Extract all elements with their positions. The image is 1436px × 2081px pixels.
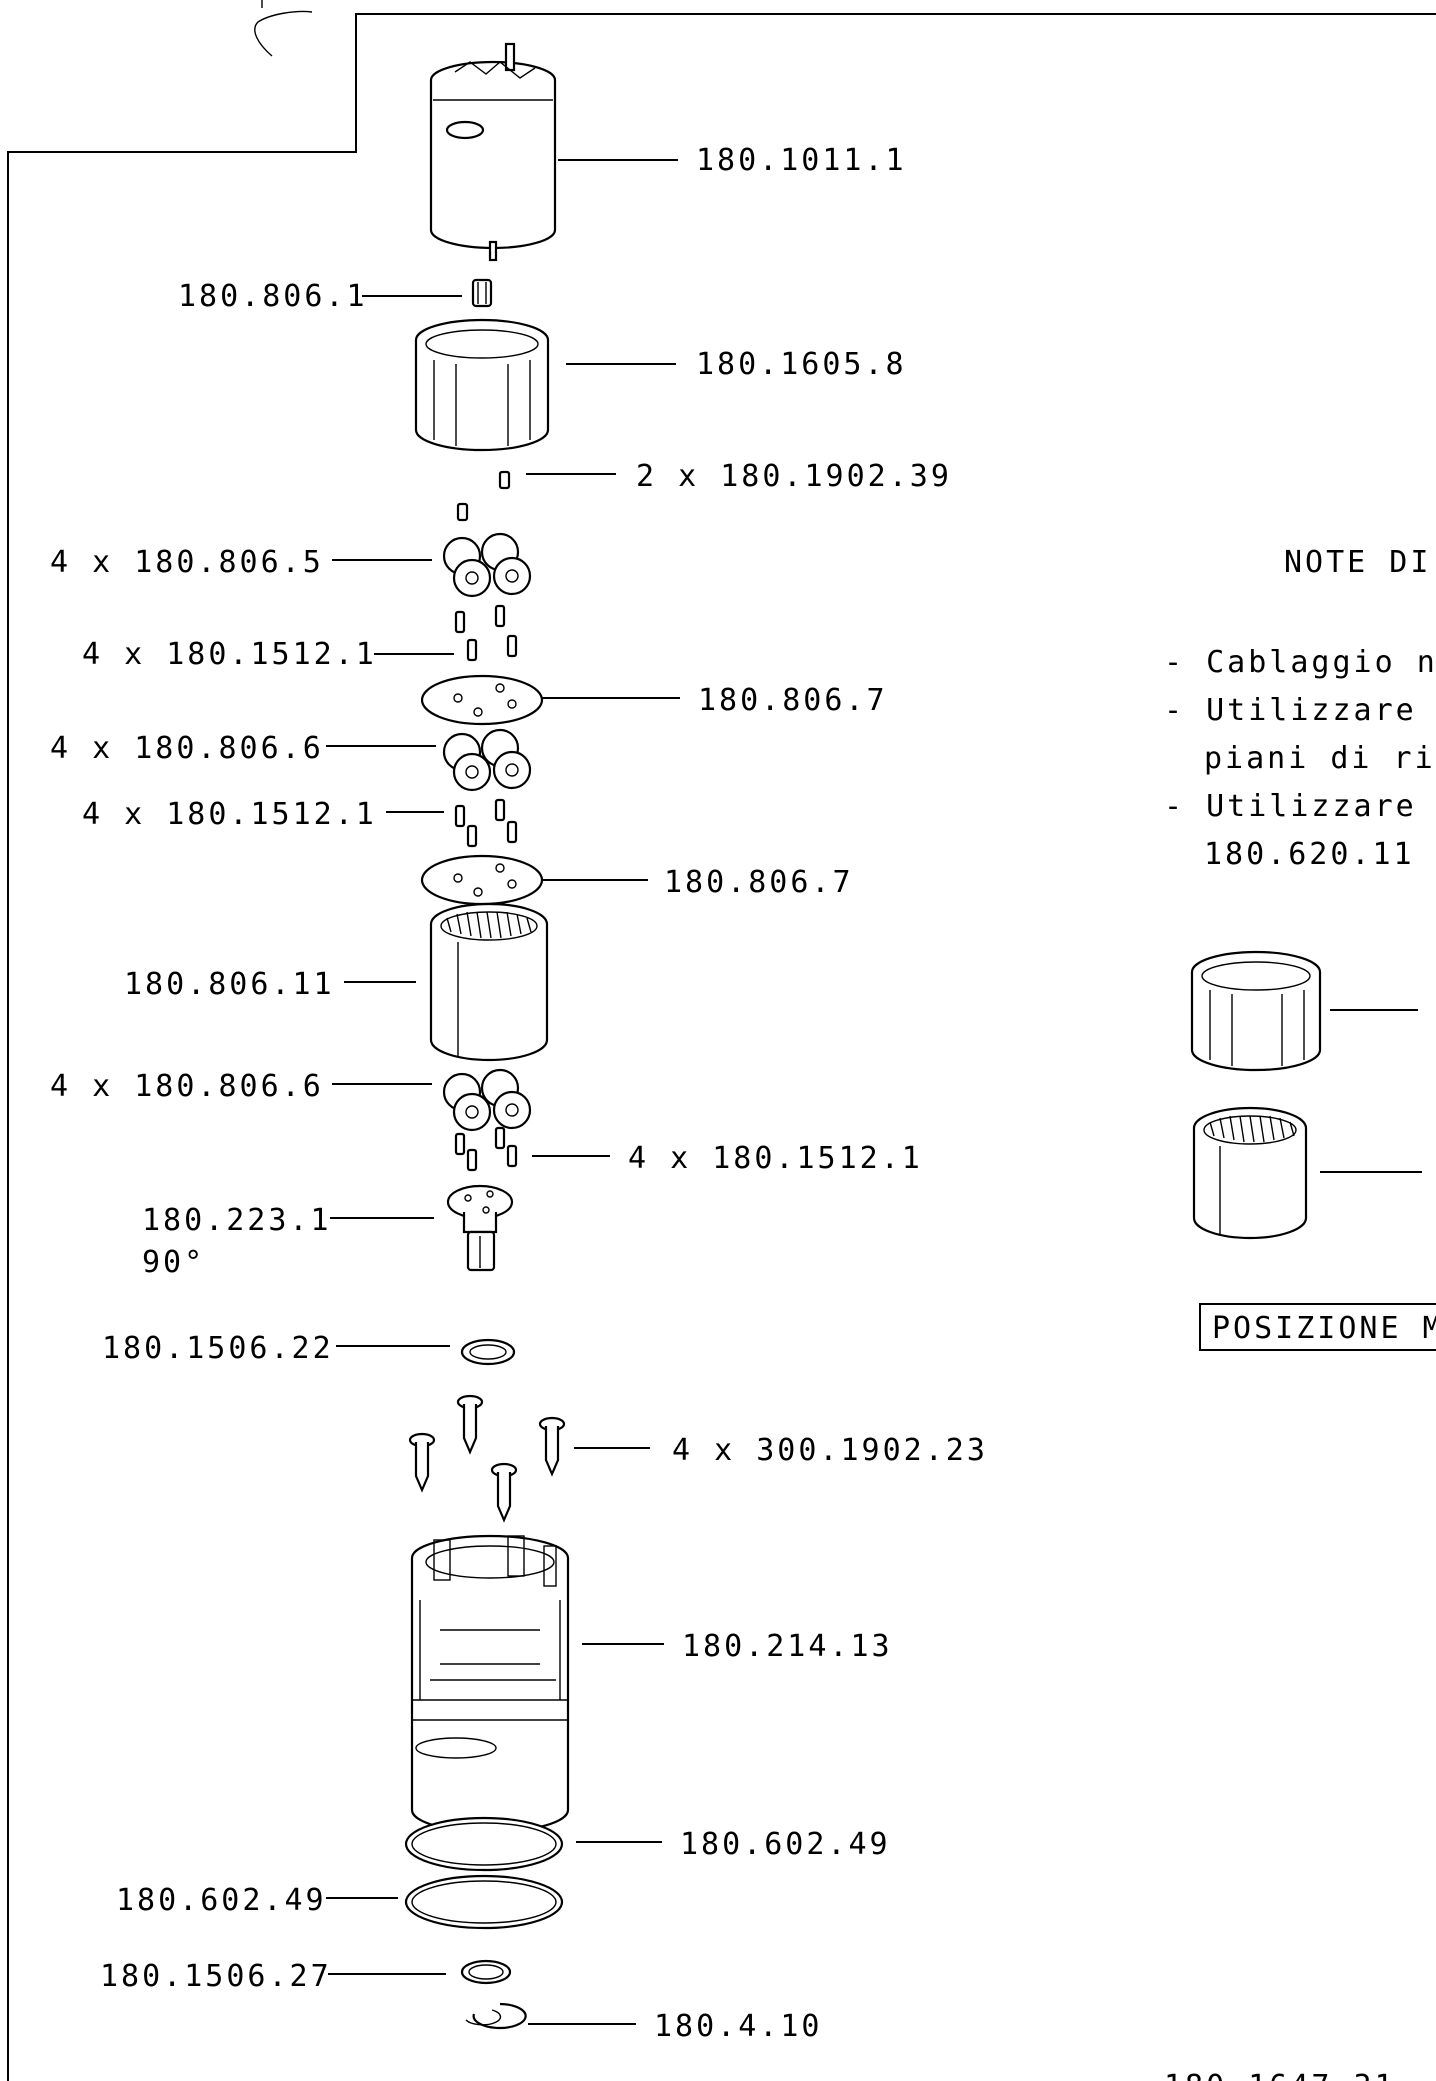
label-washer-2: 180.1506.27 [100,1959,332,1994]
label-output-angle: 90° [142,1245,205,1280]
gears-2-part [442,728,532,792]
gears-3-part [442,1068,532,1132]
notes-line-2: - Utilizzare g [1164,693,1436,728]
position-box-text: POSIZIONE M [1212,1311,1436,1346]
label-oring-2: 180.602.49 [116,1883,327,1918]
carrier-1-part [420,674,544,726]
screws-top-part [456,470,511,522]
label-pins-3: 4 x 180.1512.1 [628,1141,923,1176]
carrier-2-part [420,854,544,906]
label-pins-1: 4 x 180.1512.1 [82,637,377,672]
detail-ring-gear-part [1192,1106,1308,1240]
label-gears-2: 4 x 180.806.6 [50,731,324,766]
pins-2-part [454,798,518,848]
detail-housing-part [1190,950,1322,1072]
motor-part [429,42,557,262]
body-part [410,1534,570,1834]
output-shaft-part [446,1184,514,1272]
bottom-code: 180.1647.31 [1164,2069,1396,2081]
label-washer-1: 180.1506.22 [102,1331,334,1366]
notes-line-3: piani di ri [1204,741,1436,776]
label-carrier-2: 180.806.7 [664,865,854,900]
label-carrier-1: 180.806.7 [698,683,888,718]
notes-line-5: 180.620.11 p [1204,837,1436,872]
washer-2-part [460,1959,512,1985]
label-motor: 180.1011.1 [696,143,907,178]
washer-1-part [460,1338,516,1366]
label-screws-bottom: 4 x 300.1902.23 [672,1433,988,1468]
gear-housing-part [414,318,550,452]
label-screws-top: 2 x 180.1902.39 [636,459,952,494]
corner-cable-mark [254,10,313,57]
label-circlip: 180.4.10 [654,2009,823,2044]
label-pinion: 180.806.1 [178,279,368,314]
label-ring-gear: 180.806.11 [124,967,335,1002]
position-box [1199,1303,1436,1351]
gears-1-part [442,532,532,598]
oring-1-part [404,1816,564,1872]
label-gears-1: 4 x 180.806.5 [50,545,324,580]
pins-1-part [454,604,518,662]
label-gears-3: 4 x 180.806.6 [50,1069,324,1104]
label-body: 180.214.13 [682,1629,893,1664]
notes-line-1: - Cablaggio no [1164,645,1436,680]
notes-line-4: - Utilizzare [1164,789,1417,824]
notes-title: NOTE DI [1284,545,1431,580]
label-output-shaft: 180.223.1 [142,1203,332,1238]
ring-gear-part [429,902,549,1062]
label-gear-housing: 180.1605.8 [696,347,907,382]
screws-bottom-part [408,1394,566,1523]
circlip-part [465,2002,527,2030]
label-oring-1: 180.602.49 [680,1827,891,1862]
pins-3-part [454,1126,518,1172]
oring-2-part [404,1874,564,1930]
drawing-frame [7,13,1436,2081]
pinion-part [471,278,493,308]
label-pins-2: 4 x 180.1512.1 [82,797,377,832]
